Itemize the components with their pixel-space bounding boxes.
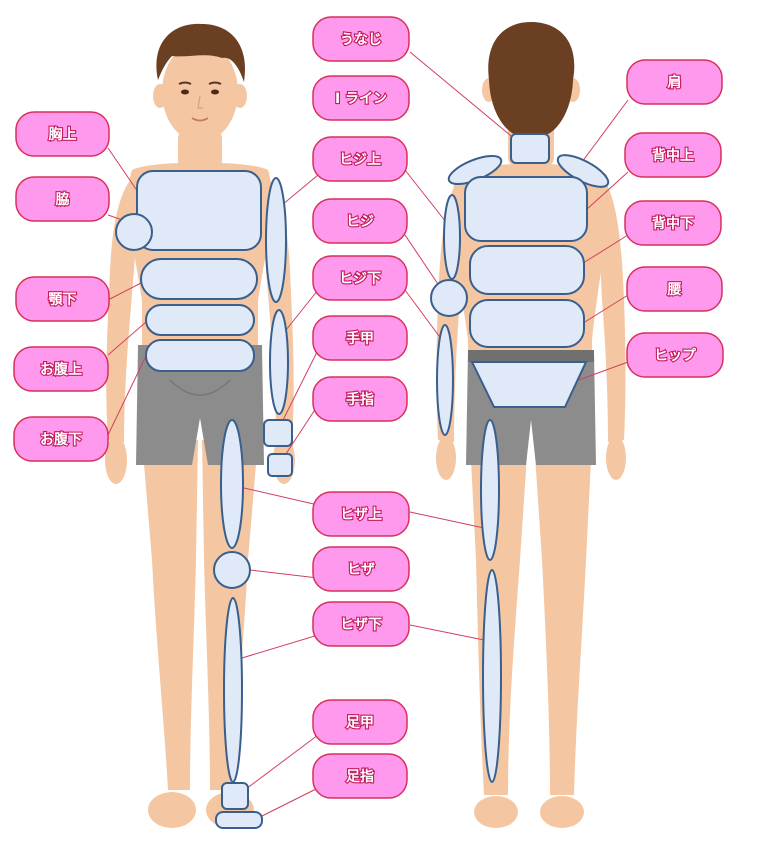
label-foot-back[interactable]: 足甲 [312, 699, 408, 745]
zone-belly-lower[interactable] [145, 339, 255, 372]
zone-back-upper[interactable] [464, 176, 588, 242]
back-hair [488, 22, 575, 134]
label-knee-text: ヒザ [347, 562, 375, 578]
label-elbow-upper[interactable]: ヒジ上 [312, 136, 408, 182]
label-elbow[interactable]: ヒジ [312, 198, 408, 244]
label-belly-upper-text: お腹上 [40, 361, 82, 378]
zone-hip[interactable] [470, 361, 588, 408]
label-toes[interactable]: 足指 [312, 753, 408, 799]
label-back-lower-text: 背中下 [652, 215, 694, 232]
label-neck-lower-text: 顎下 [49, 292, 77, 308]
label-belly-lower[interactable]: お腹下 [13, 416, 109, 462]
label-i-line[interactable]: I ライン [312, 75, 410, 121]
leader-lines [107, 51, 629, 817]
label-back-upper[interactable]: 背中上 [624, 132, 722, 178]
zone-elbow-upper-back[interactable] [443, 194, 461, 280]
label-chest-upper-text: 胸上 [49, 126, 77, 143]
zone-knee[interactable] [213, 551, 251, 589]
label-knee[interactable]: ヒザ [312, 546, 410, 592]
front-hair [156, 23, 246, 82]
front-zones [115, 170, 293, 829]
label-knee-lower-text: ヒザ下 [340, 617, 382, 633]
zone-knee-lower-front[interactable] [223, 597, 243, 783]
zone-hand-back[interactable] [263, 419, 293, 447]
label-shoulder[interactable]: 肩 [626, 59, 723, 105]
label-foot-back-text: 足甲 [346, 715, 374, 731]
zone-belly-upper[interactable] [145, 304, 255, 336]
zone-elbow-lower-back[interactable] [436, 324, 454, 436]
zone-elbow-upper-front[interactable] [265, 177, 287, 303]
label-waist-text: 腰 [667, 282, 682, 298]
zone-fingers[interactable] [267, 453, 293, 477]
label-armpit[interactable]: 脇 [15, 176, 110, 222]
zone-armpit[interactable] [115, 213, 153, 251]
zone-chest-upper[interactable] [136, 170, 262, 251]
label-chest-upper[interactable]: 胸上 [15, 111, 110, 157]
label-elbow-lower[interactable]: ヒジ下 [312, 255, 408, 301]
zone-elbow-back[interactable] [430, 279, 468, 317]
label-hand-back[interactable]: 手甲 [312, 315, 408, 361]
label-buttons: 胸上 脇 顎下 お腹上 お腹下 うなじ I ライン ヒジ上 [13, 16, 724, 799]
zone-waist[interactable] [469, 299, 585, 348]
label-shoulder-text: 肩 [668, 74, 682, 91]
label-nape[interactable]: うなじ [312, 16, 410, 62]
zone-back-lower[interactable] [469, 245, 585, 295]
label-armpit-text: 脇 [56, 191, 70, 208]
label-hip[interactable]: ヒップ [626, 332, 724, 378]
label-belly-upper[interactable]: お腹上 [13, 346, 109, 392]
label-neck-lower[interactable]: 顎下 [15, 276, 110, 322]
label-toes-text: 足指 [346, 768, 374, 785]
label-knee-upper-text: ヒザ上 [340, 507, 382, 523]
zone-nape[interactable] [510, 133, 550, 164]
label-back-upper-text: 背中上 [652, 147, 694, 164]
label-hand-back-text: 手甲 [346, 330, 374, 347]
label-waist[interactable]: 腰 [626, 266, 723, 312]
zone-knee-lower-back[interactable] [482, 569, 502, 783]
label-elbow-lower-text: ヒジ下 [339, 271, 381, 287]
label-i-line-text: I ライン [335, 91, 387, 107]
zone-elbow-lower-front[interactable] [269, 309, 289, 415]
back-zones [430, 133, 610, 783]
zone-toes[interactable] [215, 811, 263, 829]
zone-knee-upper-front[interactable] [220, 419, 244, 549]
zone-foot-back[interactable] [221, 782, 249, 810]
label-belly-lower-text: お腹下 [40, 431, 82, 448]
label-knee-upper[interactable]: ヒザ上 [312, 491, 410, 537]
zone-neck-lower[interactable] [140, 258, 258, 300]
label-fingers-text: 手指 [346, 391, 374, 408]
label-elbow-text: ヒジ [346, 214, 374, 230]
label-elbow-upper-text: ヒジ上 [339, 152, 381, 168]
label-nape-text: うなじ [340, 32, 382, 48]
label-hip-text: ヒップ [654, 348, 697, 364]
zone-knee-upper-back[interactable] [480, 419, 500, 561]
label-fingers[interactable]: 手指 [312, 376, 408, 422]
label-knee-lower[interactable]: ヒザ下 [312, 601, 410, 647]
label-back-lower[interactable]: 背中下 [624, 200, 722, 246]
